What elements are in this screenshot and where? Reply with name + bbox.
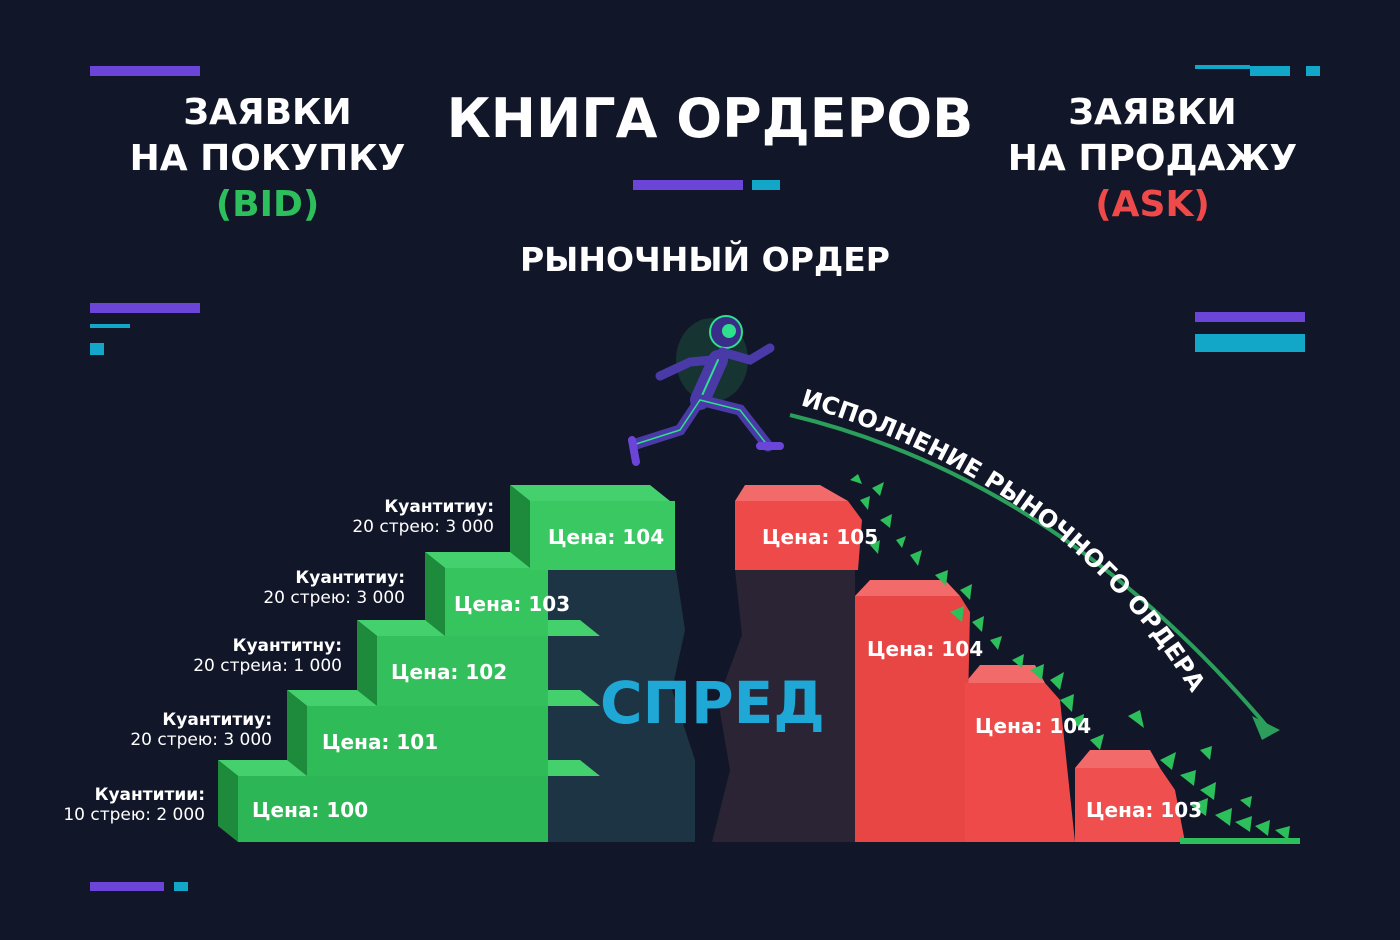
ask-tag: (ASK) — [1095, 184, 1210, 225]
accent-bar — [90, 324, 130, 328]
bid-step-side — [287, 690, 307, 776]
bid-price-label: Цена: 100 — [252, 798, 369, 822]
bid-price-label: Цена: 102 — [391, 660, 508, 684]
accent-bar — [1195, 312, 1305, 322]
execution-arrow-icon — [789, 413, 1272, 732]
accent-bar — [90, 303, 200, 313]
bid-step-front — [445, 568, 548, 636]
accent-bar — [90, 66, 200, 76]
accent-bar — [633, 180, 743, 190]
bid-price-label: Цена: 104 — [548, 525, 665, 549]
bid-quantity: Куантитну: 20 стреиа: 1 000 — [193, 636, 342, 676]
bid-heading-line2: НА ПОКУПКУ — [129, 138, 406, 179]
bid-step-side — [510, 485, 530, 568]
ask-price-label: Цена: 105 — [762, 525, 879, 549]
quantity-value: 20 стрею: 3 000 — [263, 588, 405, 608]
bid-quantity: Куантитиу: 20 стрею: 3 000 — [130, 710, 272, 750]
ask-step-front — [1075, 768, 1185, 842]
accent-bar — [1306, 66, 1320, 76]
quantity-label: Куантитиу: — [384, 497, 494, 517]
ask-heading: ЗАЯВКИ НА ПРОДАЖУ (ASK) — [1005, 90, 1300, 228]
accent-bar — [752, 180, 780, 190]
bid-heading-line1: ЗАЯВКИ — [183, 92, 352, 133]
spread-gap-right — [712, 570, 855, 842]
running-astronaut-icon — [628, 315, 784, 466]
quantity-value: 20 стрею: 3 000 — [352, 517, 494, 537]
bid-step-front — [377, 636, 548, 706]
ask-price-label: Цена: 104 — [867, 637, 984, 661]
quantity-value: 20 стреиа: 1 000 — [193, 656, 342, 676]
bid-step-side — [218, 760, 238, 842]
accent-bar — [174, 882, 188, 891]
accent-bar — [90, 882, 164, 891]
bid-step-front — [530, 501, 675, 570]
page-title: КНИГА ОРДЕРОВ — [446, 87, 974, 150]
quantity-label: Куантитии: — [94, 785, 205, 805]
quantity-label: Куантитну: — [232, 636, 342, 656]
ask-step-top — [855, 580, 960, 596]
spread-label: СПРЕД — [600, 669, 825, 737]
ask-step-top — [965, 665, 1045, 683]
market-order-subtitle: РЫНОЧНЫЙ ОРДЕР — [520, 240, 890, 279]
ask-price-label: Цена: 104 — [975, 714, 1092, 738]
bid-price-label: Цена: 101 — [322, 730, 439, 754]
executed-order-fragments — [850, 474, 1300, 844]
bid-heading: ЗАЯВКИ НА ПОКУПКУ (BID) — [120, 90, 415, 228]
quantity-value: 10 стрею: 2 000 — [63, 805, 205, 825]
bid-step-front — [238, 776, 548, 842]
accent-bar — [1195, 334, 1305, 352]
ask-heading-line2: НА ПРОДАЖУ — [1007, 138, 1298, 179]
bid-step-top — [510, 485, 670, 501]
accent-bar — [90, 343, 104, 355]
bid-step-side — [425, 552, 445, 636]
bid-quantity: Куантитиу: 20 стрею: 3 000 — [263, 568, 405, 608]
bid-quantity: Куантитиу: 20 стрею: 3 000 — [352, 497, 494, 537]
bid-quantity: Куантитии: 10 стрею: 2 000 — [63, 785, 205, 825]
execution-arrow-head — [1252, 716, 1280, 740]
accent-bar — [1195, 65, 1250, 69]
ask-step-front — [735, 501, 862, 570]
bid-step-front — [307, 706, 548, 776]
accent-bar — [1250, 66, 1290, 76]
ask-step-front — [855, 596, 970, 842]
quantity-label: Куантитиу: — [162, 710, 272, 730]
bid-price-label: Цена: 103 — [454, 592, 571, 616]
ask-step-front — [965, 683, 1075, 842]
ask-price-label: Цена: 103 — [1086, 798, 1203, 822]
quantity-value: 20 стрею: 3 000 — [130, 730, 272, 750]
ask-step-top — [1075, 750, 1160, 768]
ask-step-top — [735, 485, 848, 501]
ask-heading-line1: ЗАЯВКИ — [1068, 92, 1237, 133]
bid-tag: (BID) — [215, 184, 320, 225]
quantity-label: Куантитиу: — [295, 568, 405, 588]
bid-step-side — [357, 620, 377, 706]
